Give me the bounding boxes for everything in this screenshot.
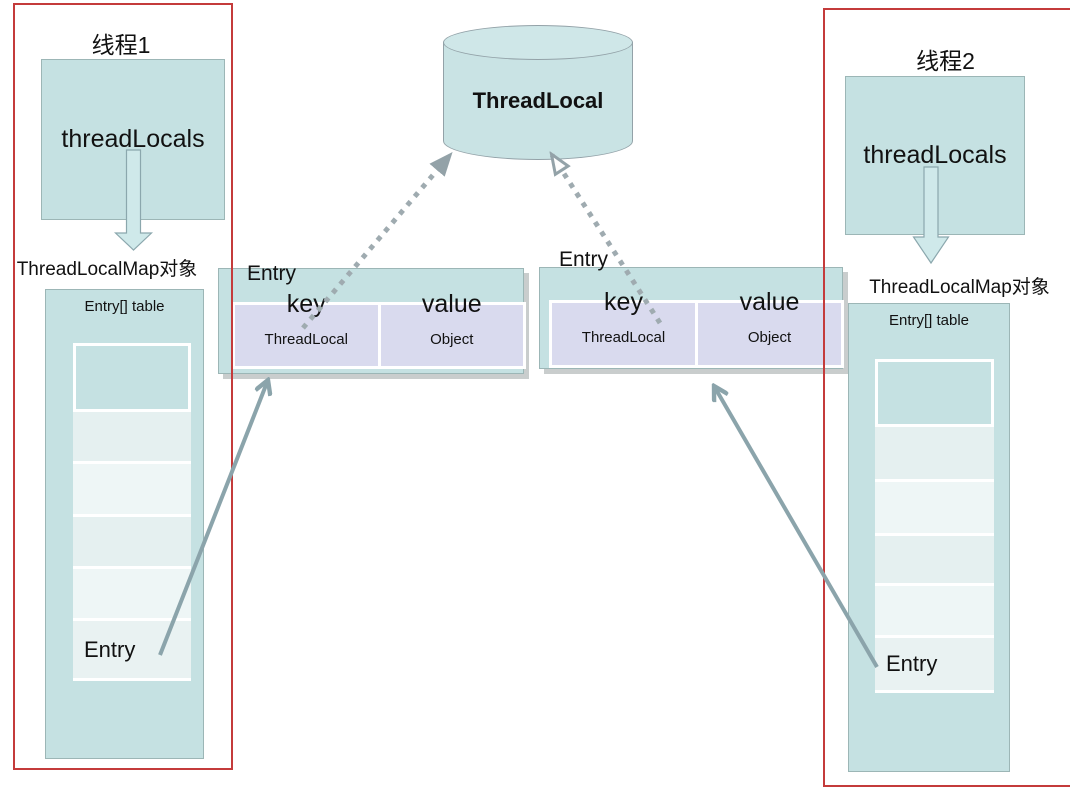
value-header: value: [739, 288, 800, 316]
table-slot-entry: Entry: [73, 621, 191, 681]
thread2-title: 线程2: [916, 48, 975, 74]
thread1-entry-table: Entry[] table Entry: [45, 289, 204, 759]
entry-box-right-kv-row: key ThreadLocal value Object: [549, 289, 844, 368]
thread2-entry-table-title: Entry[] table: [888, 312, 970, 329]
value-type: Object: [430, 331, 474, 348]
key-header: key: [286, 290, 326, 318]
thread2-entry-slot-label: Entry: [886, 651, 938, 676]
table-slot: [73, 343, 191, 412]
key-type: ThreadLocal: [581, 329, 666, 346]
value-type: Object: [747, 329, 792, 346]
thread2-threadlocals-label: threadLocals: [863, 141, 1007, 169]
table-slot: [875, 536, 994, 586]
thread1-threadlocals-box: threadLocals: [41, 59, 225, 220]
entry-box-left-key-cell: key ThreadLocal: [235, 291, 381, 366]
table-slot: [73, 412, 191, 464]
cylinder-label: ThreadLocal: [472, 88, 604, 113]
entry-box-right: Entry key ThreadLocal value Object: [539, 248, 844, 369]
table-slot: [73, 464, 191, 517]
thread2-threadlocalmap-label: ThreadLocalMap对象: [869, 277, 1050, 298]
key-type: ThreadLocal: [264, 331, 348, 348]
thread1-entry-table-title: Entry[] table: [84, 298, 165, 315]
cylinder-top-ellipse: [443, 25, 633, 60]
entry-box-left-label: Entry: [247, 262, 297, 285]
table-slot: [73, 569, 191, 621]
table-slot: [875, 482, 994, 536]
cylinder-body: [443, 42, 633, 160]
entry-box-left: Entry key ThreadLocal value Object: [218, 262, 526, 374]
thread2-entry-table: Entry[] table Entry: [848, 303, 1010, 772]
entry-box-left-kv-row: key ThreadLocal value Object: [232, 291, 526, 369]
thread1-title: 线程1: [91, 32, 151, 58]
thread1-entry-slot-label: Entry: [84, 636, 136, 662]
thread1-threadlocals-label: threadLocals: [61, 125, 205, 153]
table-slot: [73, 517, 191, 569]
table-slot: [875, 427, 994, 482]
table-slot-entry: Entry: [875, 638, 994, 693]
thread1-slot-stack: Entry: [73, 343, 191, 681]
thread2-slot-stack: Entry: [875, 359, 994, 693]
table-slot: [875, 359, 994, 427]
entry-box-right-value-cell: value Object: [698, 289, 841, 365]
value-header: value: [421, 290, 482, 318]
key-header: key: [604, 288, 643, 316]
entry-box-left-value-cell: value Object: [380, 291, 523, 366]
thread1-threadlocalmap-label: ThreadLocalMap对象: [16, 259, 198, 280]
threadlocal-cylinder: ThreadLocal: [443, 25, 633, 161]
entry-box-right-key-cell: key ThreadLocal: [552, 289, 698, 365]
thread2-threadlocals-box: threadLocals: [845, 76, 1025, 235]
table-slot: [875, 586, 994, 638]
entry-box-right-label: Entry: [559, 248, 609, 271]
